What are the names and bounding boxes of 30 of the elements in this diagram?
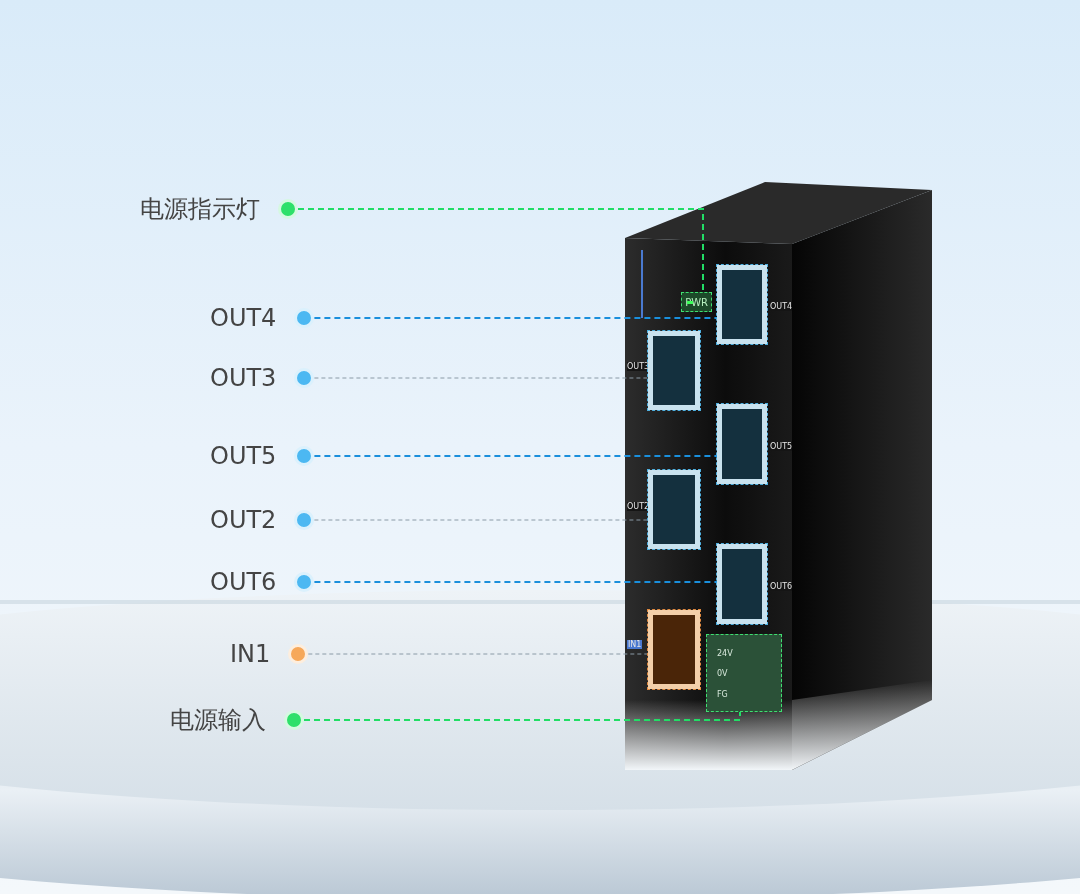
port-label: OUT6 (770, 582, 793, 591)
terminal-block (706, 634, 782, 712)
leader-line (303, 711, 741, 721)
leader-line (313, 377, 649, 379)
callout-label: OUT6 (210, 568, 277, 596)
leader-line (313, 581, 718, 583)
callout-label: IN1 (230, 640, 271, 668)
ethernet-port (648, 610, 700, 689)
port-label: IN1 (627, 640, 643, 649)
port-label: OUT5 (770, 442, 793, 451)
terminal-label: FG (717, 690, 728, 700)
ethernet-port (648, 331, 700, 410)
callout-label: 电源指示灯 (140, 194, 260, 225)
terminal-label: 24V (717, 648, 733, 658)
leader-line (307, 653, 649, 655)
callout-label: OUT2 (210, 506, 277, 534)
leader-line (313, 455, 718, 457)
ethernet-port (717, 404, 767, 484)
ethernet-port (648, 470, 700, 549)
leader-line (313, 317, 718, 319)
callout-label: OUT3 (210, 364, 277, 392)
leader-line (297, 208, 704, 293)
ethernet-port (717, 265, 767, 344)
callout-label: OUT4 (210, 304, 277, 332)
ethernet-port (717, 544, 767, 624)
leader-line (313, 519, 649, 521)
callout-label: 电源输入 (170, 705, 266, 736)
terminal-label: 0V (717, 669, 728, 679)
callout-label: OUT5 (210, 442, 277, 470)
port-label: OUT4 (770, 302, 793, 311)
